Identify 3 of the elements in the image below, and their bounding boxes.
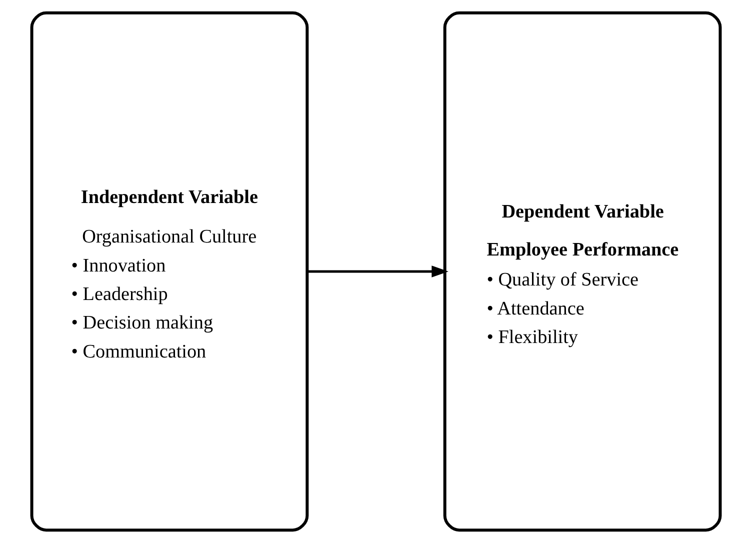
arrow [307,266,448,278]
node-box: Dependent Variable Employee Performance • Quality of Service • Attendance • Flexibility [443,11,722,532]
node-box: Independent Variable Organisational Culture • Innovation • Leadership • Decision making • Communication [30,11,309,532]
